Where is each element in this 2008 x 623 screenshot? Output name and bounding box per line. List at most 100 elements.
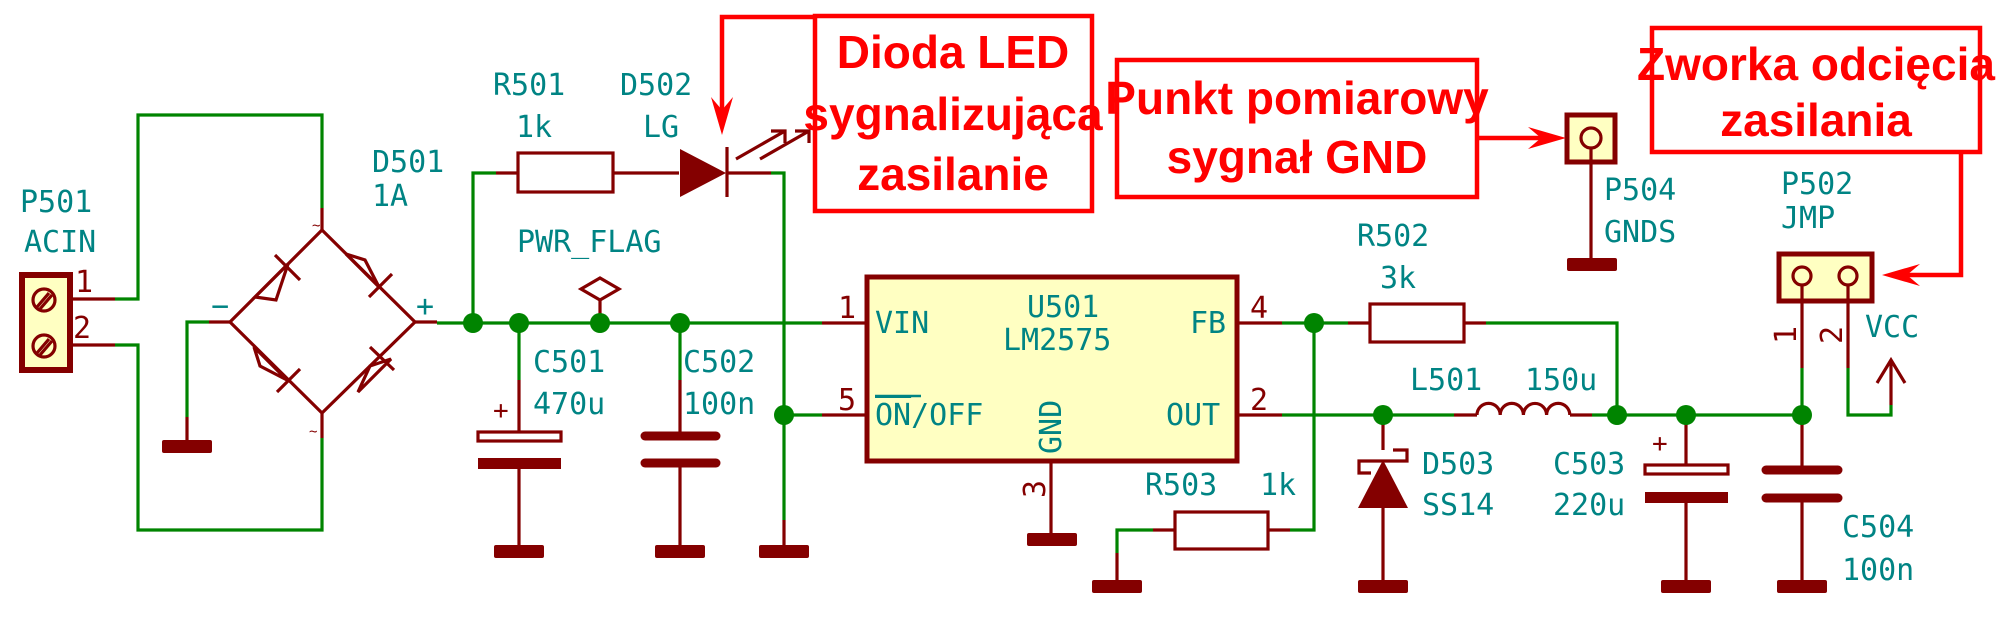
annotation-gnd-point: Punkt pomiarowy sygnał GND [1105,57,1566,200]
svg-text:Dioda LED: Dioda LED [837,26,1070,78]
wire-minus [185,320,209,417]
u501-pin-onoff-name: ON/OFF [875,398,983,433]
c503-ref: C503 [1553,447,1625,482]
u501-pin-out-num: 2 [1250,383,1268,418]
r502-value: 3k [1380,261,1416,296]
svg-text:zasilania: zasilania [1720,94,1912,146]
c501-capacitor[interactable] [476,380,563,558]
d503-value: SS14 [1422,488,1494,523]
junction-dot [1607,405,1627,425]
ground-icon [1092,580,1142,593]
u501-ref: U501 [1027,290,1099,325]
bridge-diode-icon [252,345,302,394]
d501-ref: D501 [372,145,444,180]
junction-dot [463,313,483,333]
vcc-power-symbol [1875,356,1907,405]
junctions [463,313,1812,425]
u501-pin-gnd-num: 3 [1018,480,1053,498]
p502-ref: P502 [1781,167,1853,202]
wire-ac1 [115,113,324,301]
c501-ref: C501 [533,345,605,380]
junction-dot [1792,405,1812,425]
p501-pin1: 1 [75,265,93,300]
d503-schottky-diode[interactable] [1357,415,1409,593]
ground-icon [1027,533,1077,546]
d502-value: LG [643,110,679,145]
arrow-right-icon [1528,127,1566,149]
junction-dot [590,313,610,333]
junction-dot [670,313,690,333]
c503-plus: + [1652,429,1668,459]
c503-value: 220u [1553,488,1625,523]
junction-dot [774,405,794,425]
p504-ref: P504 [1604,173,1676,208]
d501-value: 1A [372,179,408,214]
svg-text:Punkt pomiarowy: Punkt pomiarowy [1105,72,1489,124]
d501-ac2-symbol: ~ [309,424,317,440]
p502-value: JMP [1781,201,1835,236]
bridge-diode-icon [251,253,302,302]
wire-fb [1290,323,1316,532]
svg-text:Zworka odcięcia: Zworka odcięcia [1637,38,1995,90]
d501-plus: + [416,289,434,324]
c504-value: 100n [1842,553,1914,588]
svg-text:sygnalizująca: sygnalizująca [803,88,1103,140]
r503-resistor[interactable] [1153,510,1290,551]
ground-icon [162,440,212,453]
d501-bridge-rectifier[interactable] [209,208,437,438]
u501-pin-out-name: OUT [1166,398,1220,433]
d502-led[interactable] [680,129,811,197]
bridge-diode-icon [344,252,394,299]
l501-inductor[interactable] [1454,401,1592,417]
r501-resistor[interactable] [496,151,635,194]
r502-resistor[interactable] [1348,302,1486,344]
p504-test-point[interactable] [1564,112,1618,271]
c504-capacitor[interactable] [1761,415,1843,593]
bridge-diode-icon [356,345,396,394]
c502-capacitor[interactable] [640,380,721,558]
light-emission-icon [735,129,811,161]
junction-dot [509,313,529,333]
junction-dot [1304,313,1324,333]
arrow-down-icon [711,97,733,135]
p501-ref: P501 [20,185,92,220]
d501-minus: − [211,289,229,324]
junction-dot [1676,405,1696,425]
p502-pin2: 2 [1815,326,1850,344]
wire-led-return [771,171,786,415]
u501-value: LM2575 [1003,323,1111,358]
u501-pin-vin-num: 1 [838,291,856,326]
ground-icon [494,545,544,558]
r501-value: 1k [516,110,552,145]
annotation-jumper: Zworka odcięcia zasilania [1637,25,1995,286]
p501-connector[interactable] [19,272,115,373]
p501-pin2: 2 [73,311,91,346]
u501-ic[interactable] [864,274,1240,546]
u501-pin-fb-name: FB [1190,306,1226,341]
c502-ref: C502 [683,345,755,380]
ground-icon [759,545,809,558]
svg-text:sygnał GND: sygnał GND [1167,131,1428,183]
screw-terminal-icon [31,287,57,313]
p502-jumper[interactable] [1776,251,1875,368]
c503-capacitor[interactable] [1643,415,1730,593]
c504-ref: C504 [1842,510,1914,545]
p502-pin1: 1 [1769,326,1804,344]
pwr-flag-label: PWR_FLAG [517,225,662,260]
svg-text:zasilanie: zasilanie [857,148,1049,200]
u501-pin-fb-num: 4 [1250,291,1268,326]
r503-ref: R503 [1145,468,1217,503]
wire-ac2 [115,343,324,532]
r502-ref: R502 [1357,219,1429,254]
ground-icon [1567,258,1617,271]
d502-ref: D502 [620,68,692,103]
u501-pin-vin-name: VIN [875,306,929,341]
junction-dot [1373,405,1393,425]
r501-ref: R501 [493,68,565,103]
ground-icon [1777,580,1827,593]
d503-ref: D503 [1422,447,1494,482]
c502-value: 100n [683,387,755,422]
p504-value: GNDS [1604,215,1676,250]
l501-value: 150u [1525,363,1597,398]
